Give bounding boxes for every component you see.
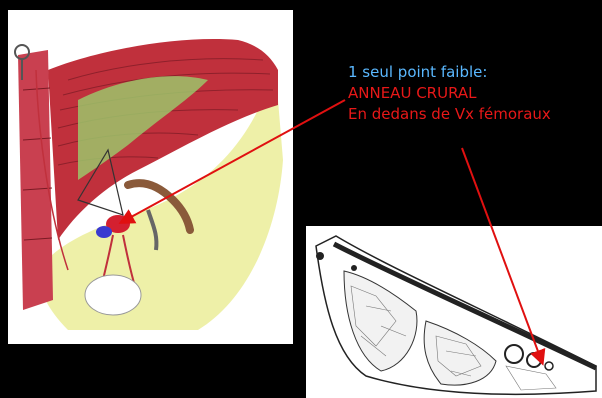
- arrow-to-cross-section: [462, 148, 542, 362]
- arrow-to-illustration: [122, 100, 345, 222]
